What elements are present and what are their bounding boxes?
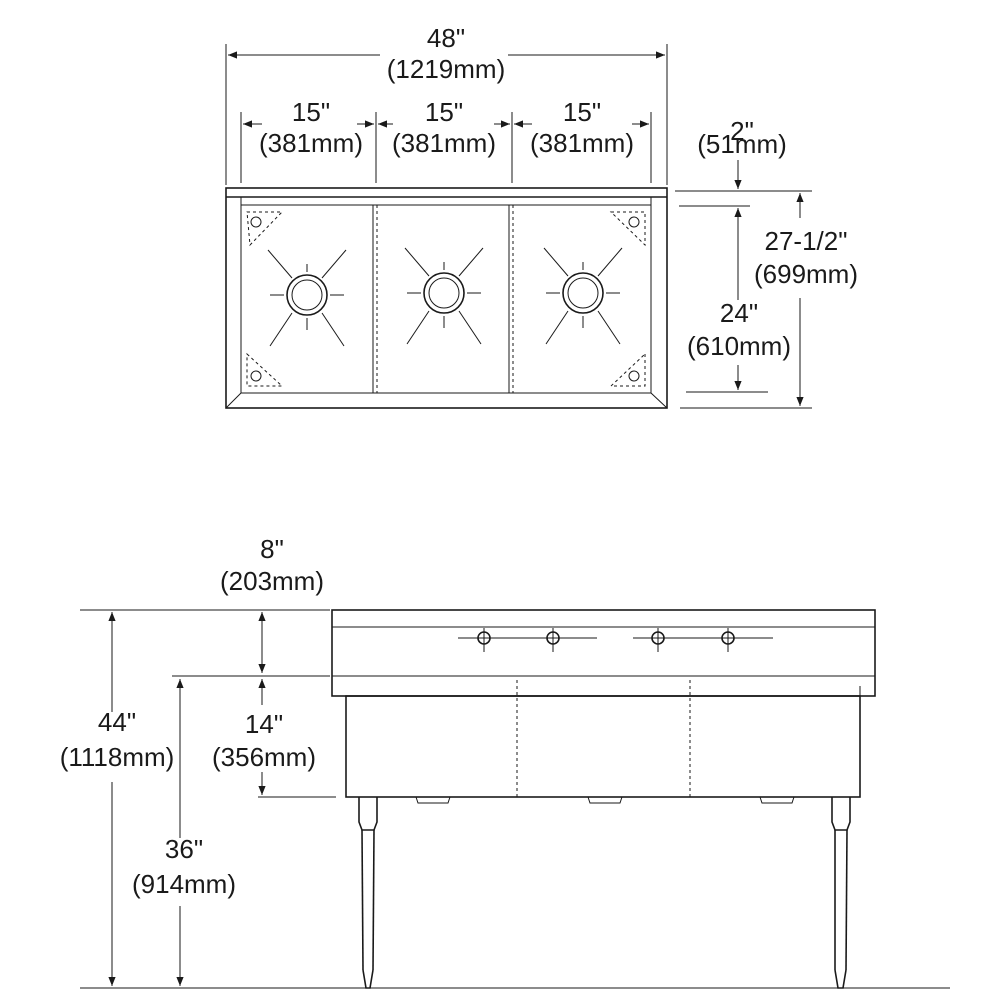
drain-1 (267, 249, 347, 347)
overall-height-in: 44" (98, 707, 136, 737)
overall-depth-in: 27-1/2" (765, 226, 848, 256)
backsplash-height-in: 8" (260, 534, 284, 564)
bowl-2-width-mm: (381mm) (392, 128, 496, 158)
bowl-1-width-in: 15" (292, 97, 330, 127)
rim-height-in: 36" (165, 834, 203, 864)
bowl-1-width-mm: (381mm) (259, 128, 363, 158)
overall-height-mm: (1118mm) (60, 742, 175, 772)
sink-top-outline (225, 187, 668, 409)
drain-3 (543, 247, 623, 345)
sink-front-outline (331, 609, 876, 804)
overall-width-in: 48" (427, 23, 465, 53)
backsplash-height-mm: (203mm) (220, 566, 324, 596)
bowl-depth-in: 24" (720, 298, 758, 328)
rim-height-mm: (914mm) (132, 869, 236, 899)
overall-width-mm: (1219mm) (387, 54, 505, 84)
backsplash-height-dimension: 8" (203mm) (220, 534, 324, 673)
faucet-holes (458, 628, 773, 652)
top-view: 48" (1219mm) 15" (381mm) 15" (381mm) 15"… (225, 23, 858, 409)
bowl-width-dimensions: 15" (381mm) 15" (381mm) 15" (381mm) (240, 97, 652, 183)
bowl-2-width-in: 15" (425, 97, 463, 127)
right-leg (831, 797, 851, 989)
backsplash-depth-in: 2" (730, 116, 754, 146)
overall-depth-mm: (699mm) (754, 259, 858, 289)
bowl-3-width-in: 15" (563, 97, 601, 127)
bowl-3-width-mm: (381mm) (530, 128, 634, 158)
front-view: 8" (203mm) 44" (1118mm) 14" (356mm) 36" (60, 534, 950, 989)
overall-height-dimension: 44" (1118mm) (60, 612, 175, 986)
backsplash-depth-mm: (51mm) (697, 129, 787, 159)
drain-2 (404, 247, 484, 345)
bowl-height-mm: (356mm) (212, 742, 316, 772)
rim-height-dimension: 36" (914mm) (132, 679, 236, 986)
bowl-height-dimension: 14" (356mm) (212, 679, 316, 795)
depth-dimensions: 2" (51mm) 24" (610mm) 27-1/2" (699mm) (675, 116, 858, 409)
bowl-depth-mm: (610mm) (687, 331, 791, 361)
overall-width-dimension: 48" (1219mm) (225, 23, 668, 185)
left-leg (358, 797, 378, 989)
bowl-height-in: 14" (245, 709, 283, 739)
